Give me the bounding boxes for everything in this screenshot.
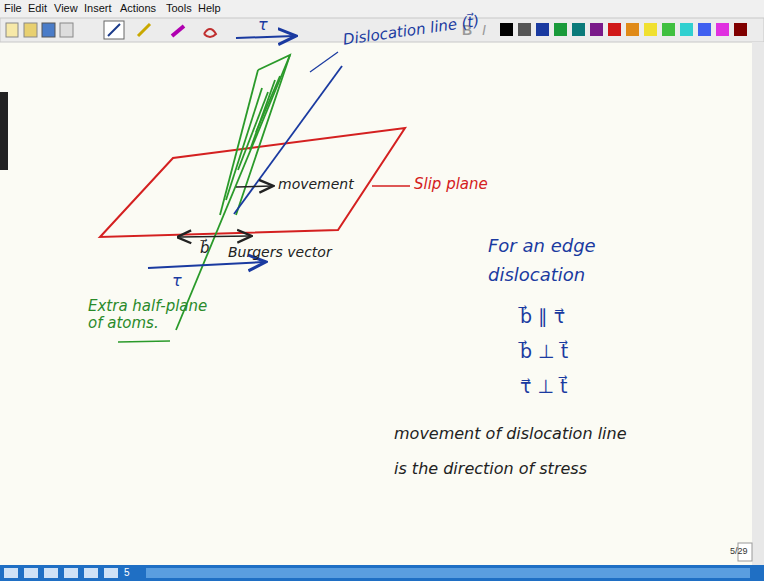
page-bar — [0, 565, 764, 581]
color-palette — [500, 23, 747, 36]
menu-item: Insert — [84, 2, 112, 15]
underline — [118, 341, 170, 342]
burgers-arrow — [180, 236, 250, 237]
relation: τ⃗ ⊥ t⃗ — [520, 376, 568, 398]
note-text: movement of dislocation line is the dire… — [394, 416, 644, 486]
note-heading: For an edge dislocation — [488, 232, 613, 290]
menu-item: Help — [198, 2, 221, 15]
menu-item: File — [4, 2, 22, 15]
toolbar-icons — [6, 21, 216, 39]
menu-item: View — [54, 2, 78, 15]
italic-button: I — [482, 22, 486, 38]
page-tabs — [4, 568, 750, 578]
leader-line — [372, 185, 410, 187]
scrollbar — [752, 42, 764, 565]
relation: b⃗ ∥ τ⃗ — [520, 306, 565, 328]
menu-item: Actions — [120, 2, 156, 15]
burgers-label: Burgers vector — [228, 244, 332, 260]
menu-item: Edit — [28, 2, 47, 15]
side-marker — [0, 92, 8, 170]
page-number: 5/29 — [730, 546, 748, 556]
movement-arrow — [236, 186, 272, 187]
leader-line — [310, 52, 338, 72]
menu-item: Tools — [166, 2, 192, 15]
menu-bar — [0, 0, 764, 18]
stress-arrow — [236, 36, 294, 38]
stress-symbol: τ — [172, 272, 182, 290]
stress-symbol: τ — [258, 16, 268, 34]
extra-half-plane — [176, 55, 290, 330]
stress-arrow — [148, 262, 264, 268]
slip-plane-label: Slip plane — [414, 176, 488, 193]
page-tab-number: 5 — [124, 567, 130, 579]
relation: b⃗ ⊥ t⃗ — [520, 341, 568, 363]
movement-label: movement — [278, 176, 354, 192]
half-plane-label: Extra half-plane of atoms. — [88, 298, 213, 333]
burgers-symbol: b⃗ — [200, 240, 210, 257]
